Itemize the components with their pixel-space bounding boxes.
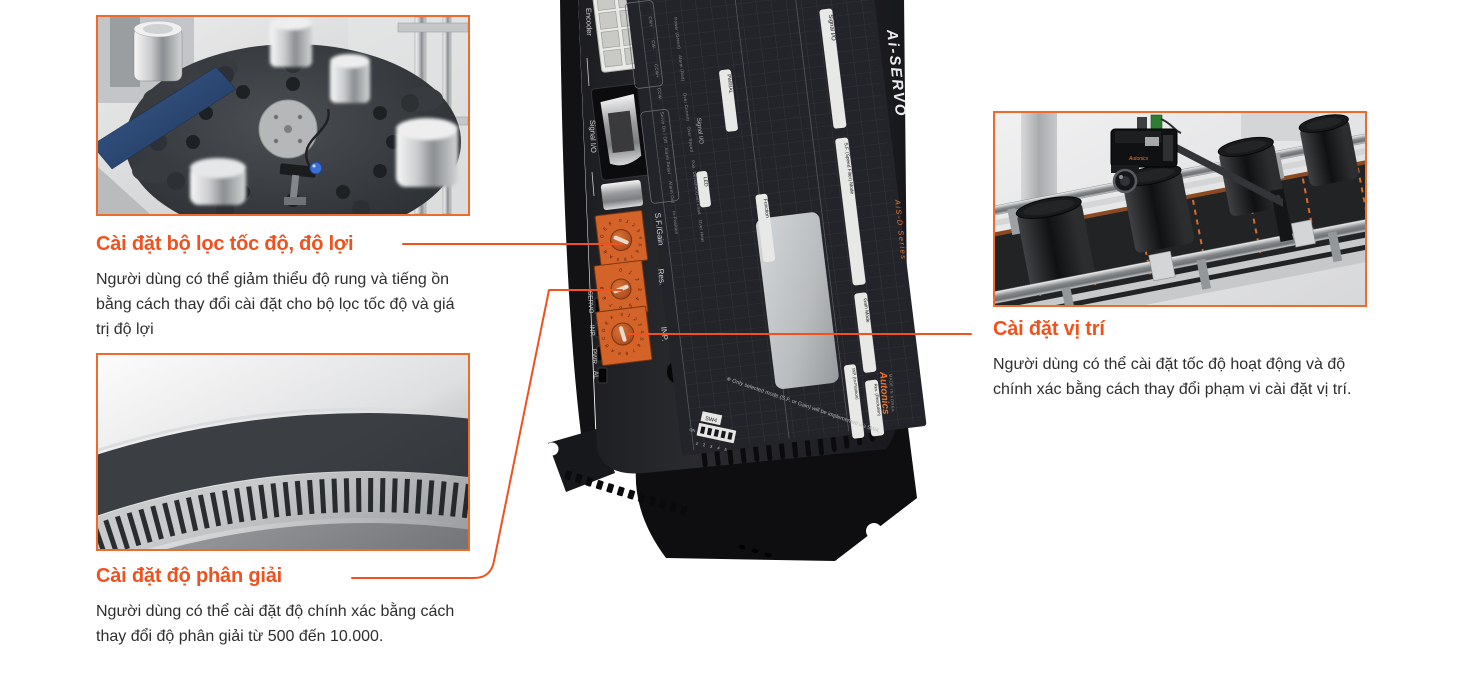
base-notch xyxy=(866,523,882,539)
blue-guard-bar xyxy=(98,66,237,170)
callout-body-line: bằng cách thay đổi cài đặt cho bộ lọc tố… xyxy=(96,296,455,313)
dip-on-label: ON xyxy=(689,428,696,433)
svg-text:Pos. Deviation: Pos. Deviation xyxy=(691,160,700,193)
camera-brand-label: Autonics xyxy=(1128,156,1149,162)
svg-text:Signal I/O: Signal I/O xyxy=(827,14,836,41)
blank-label xyxy=(756,212,839,389)
svg-text:CCW-: CCW- xyxy=(656,88,663,102)
sensor xyxy=(279,108,330,205)
svg-text:Alarm Reset: Alarm Reset xyxy=(664,147,672,175)
svg-text:PWR/AL: PWR/AL xyxy=(725,74,733,94)
switch-label-res: Res. xyxy=(656,268,667,285)
signal-io-panel-label: Signal I/O xyxy=(695,118,704,145)
led-label-al: AL xyxy=(592,371,599,380)
conveyor-illustration: Autonics xyxy=(995,113,1365,305)
dip-switch-sw4[interactable]: SW4 ON 1 2 3 4 5 xyxy=(687,409,739,453)
device-side-face xyxy=(560,0,596,450)
callout-title-position: Cài đặt vị trí xyxy=(993,318,1105,340)
svg-text:INP. (In-Position): INP. (In-Position) xyxy=(851,368,860,400)
callout-leader-lines xyxy=(351,243,972,579)
svg-text:Alarm Out: Alarm Out xyxy=(668,181,676,204)
sensor-led xyxy=(309,161,323,175)
svg-text:CCW+: CCW+ xyxy=(654,64,661,79)
dip-label: SW4 xyxy=(705,416,718,424)
svg-text:Function: Function xyxy=(762,198,770,218)
callout-body-line: Người dùng có thể cài đặt tốc độ hoạt độ… xyxy=(993,356,1346,373)
switch-label-sf-gain: S.F./Gain xyxy=(653,212,665,246)
svg-text:CW-: CW- xyxy=(651,40,657,50)
metal-canister xyxy=(133,20,183,82)
svg-text:Power (Green): Power (Green) xyxy=(673,17,682,50)
svg-text:Alarm (Red): Alarm (Red) xyxy=(678,55,686,82)
led-label-servo: SERVO xyxy=(586,291,594,314)
panel-rows: CW+ CW- CCW+ CCW- Servo On / Off Alarm R… xyxy=(648,16,706,243)
panel-headers: Signal I/O S.F. (Speed Filter) Mode Gain… xyxy=(696,8,885,439)
led-label-pwr: PWR xyxy=(590,349,598,365)
encoder-disc-illustration xyxy=(98,355,468,549)
encoder-disc-photo xyxy=(96,353,470,551)
belt-canisters xyxy=(1015,114,1359,292)
spec-panel: Signal I/O S.F. (Speed Filter) Mode Gain… xyxy=(624,0,927,456)
callout-body-line: thay đổi độ phân giải từ 500 đến 10.000. xyxy=(96,628,384,645)
led-label-inp: INP. xyxy=(588,325,596,337)
callout-title-resolution: Cài đặt độ phân giải xyxy=(96,565,283,587)
svg-text:Over Current: Over Current xyxy=(682,93,690,122)
callout-position: Cài đặt vị trí Người dùng có thể cài đặt… xyxy=(993,318,1393,402)
made-in-label: MADE IN KOREA xyxy=(888,374,896,413)
signal-io-port xyxy=(590,83,652,181)
dip-positions: 1 2 3 4 5 xyxy=(695,441,729,453)
flange-notch xyxy=(545,442,559,456)
callout-body-line: chính xác bằng cách thay đổi phạm vi cài… xyxy=(993,381,1352,398)
callout-body-line: trị độ lợi xyxy=(96,321,154,338)
callout-title-speed-filter: Cài đặt bộ lọc tốc độ, độ lợi xyxy=(96,233,354,255)
signal-io-label: Signal I/O xyxy=(588,120,598,153)
svg-text:Over Speed: Over Speed xyxy=(686,126,694,153)
rotary-switch-inp[interactable]: 0123456789ABCDEF xyxy=(595,305,653,367)
encoder-label: Encoder xyxy=(584,8,594,37)
svg-text:Over Heat: Over Heat xyxy=(698,220,706,243)
callout-resolution: Cài đặt độ phân giải Người dùng có thể c… xyxy=(96,565,476,649)
svg-text:Res. (Resolution): Res. (Resolution) xyxy=(873,383,882,416)
svg-text:CW+: CW+ xyxy=(648,16,654,27)
serrated-edge xyxy=(564,470,688,516)
svg-text:In-Position: In-Position xyxy=(672,211,680,235)
callout-speed-filter-gain: Cài đặt bộ lọc tốc độ, độ lợi Người dùng… xyxy=(96,233,476,342)
servo-drive-unit: Signal I/O S.F. (Speed Filter) Mode Gain… xyxy=(545,0,927,561)
callout-body-line: Người dùng có thể giảm thiểu độ rung và … xyxy=(96,271,449,288)
svg-text:Over Load: Over Load xyxy=(694,192,702,216)
connector-clip xyxy=(600,180,644,210)
rotary-table-illustration xyxy=(98,17,468,214)
camera-connector-green xyxy=(1150,114,1163,131)
callout-body-line: Người dùng có thể cài đặt độ chính xác b… xyxy=(96,603,455,620)
svg-text:Gain Mode: Gain Mode xyxy=(862,298,871,323)
leader-line-resolution xyxy=(351,289,623,579)
vision-camera: Autonics xyxy=(1110,114,1283,207)
rotary-switch-sf-gain[interactable]: 0123456789ABCDEF xyxy=(594,209,649,266)
conveyor xyxy=(995,114,1365,305)
brand-logo: Autonics xyxy=(877,370,891,415)
blurred-canisters xyxy=(190,17,458,205)
conveyor-photo: Autonics xyxy=(993,111,1367,307)
svg-text:LED: LED xyxy=(702,177,709,188)
svg-text:Servo On / Off: Servo On / Off xyxy=(659,111,668,143)
rotary-table-photo xyxy=(96,15,470,216)
